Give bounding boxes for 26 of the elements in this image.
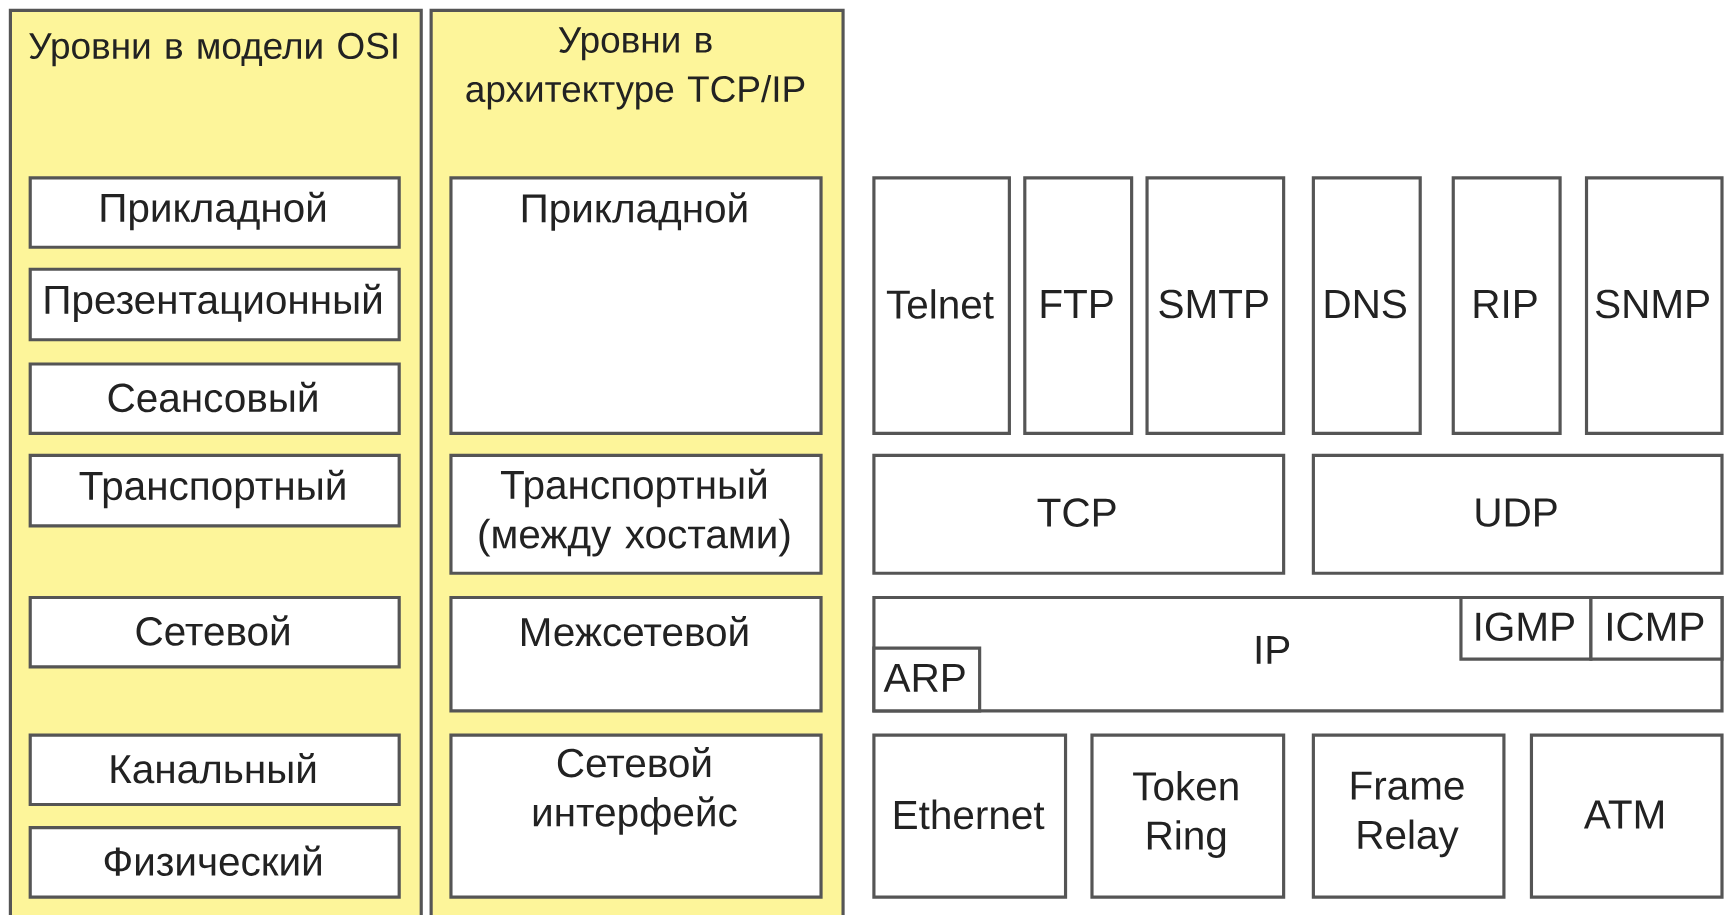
layer-box: Прикладной [28, 176, 401, 249]
protocol-box: Frame Relay [1311, 733, 1506, 899]
protocol-box: Ethernet [872, 733, 1068, 899]
protocol-box: FTP [1023, 176, 1134, 435]
layer-box: Сетевой [28, 595, 401, 669]
layer-box: Прикладной [449, 176, 823, 435]
protocol-box: SNMP [1584, 176, 1724, 435]
layer-box: Сеансовый [28, 362, 401, 435]
layer-box: Транспортный [28, 453, 401, 528]
layer-box: Презентационный [28, 267, 401, 342]
protocol-box: SMTP [1145, 176, 1286, 435]
layer-box: Межсетевой [449, 595, 823, 713]
layer-box: Транспортный (между хостами) [449, 453, 823, 575]
protocol-box: ARP [872, 646, 982, 713]
protocol-box: ICMP [1589, 595, 1724, 661]
layer-box: Физический [28, 825, 401, 899]
layer-box: Канальный [28, 733, 401, 806]
protocol-box: ATM [1529, 733, 1724, 899]
protocol-box: TCP [872, 453, 1286, 575]
protocol-box: IGMP [1459, 595, 1593, 661]
protocol-box: Telnet [872, 176, 1011, 435]
layer-box: Сетевой интерфейс [449, 733, 823, 899]
protocol-box: DNS [1311, 176, 1422, 435]
protocol-box: RIP [1451, 176, 1562, 435]
protocol-box: Token Ring [1090, 733, 1286, 899]
protocol-box: UDP [1311, 453, 1724, 575]
